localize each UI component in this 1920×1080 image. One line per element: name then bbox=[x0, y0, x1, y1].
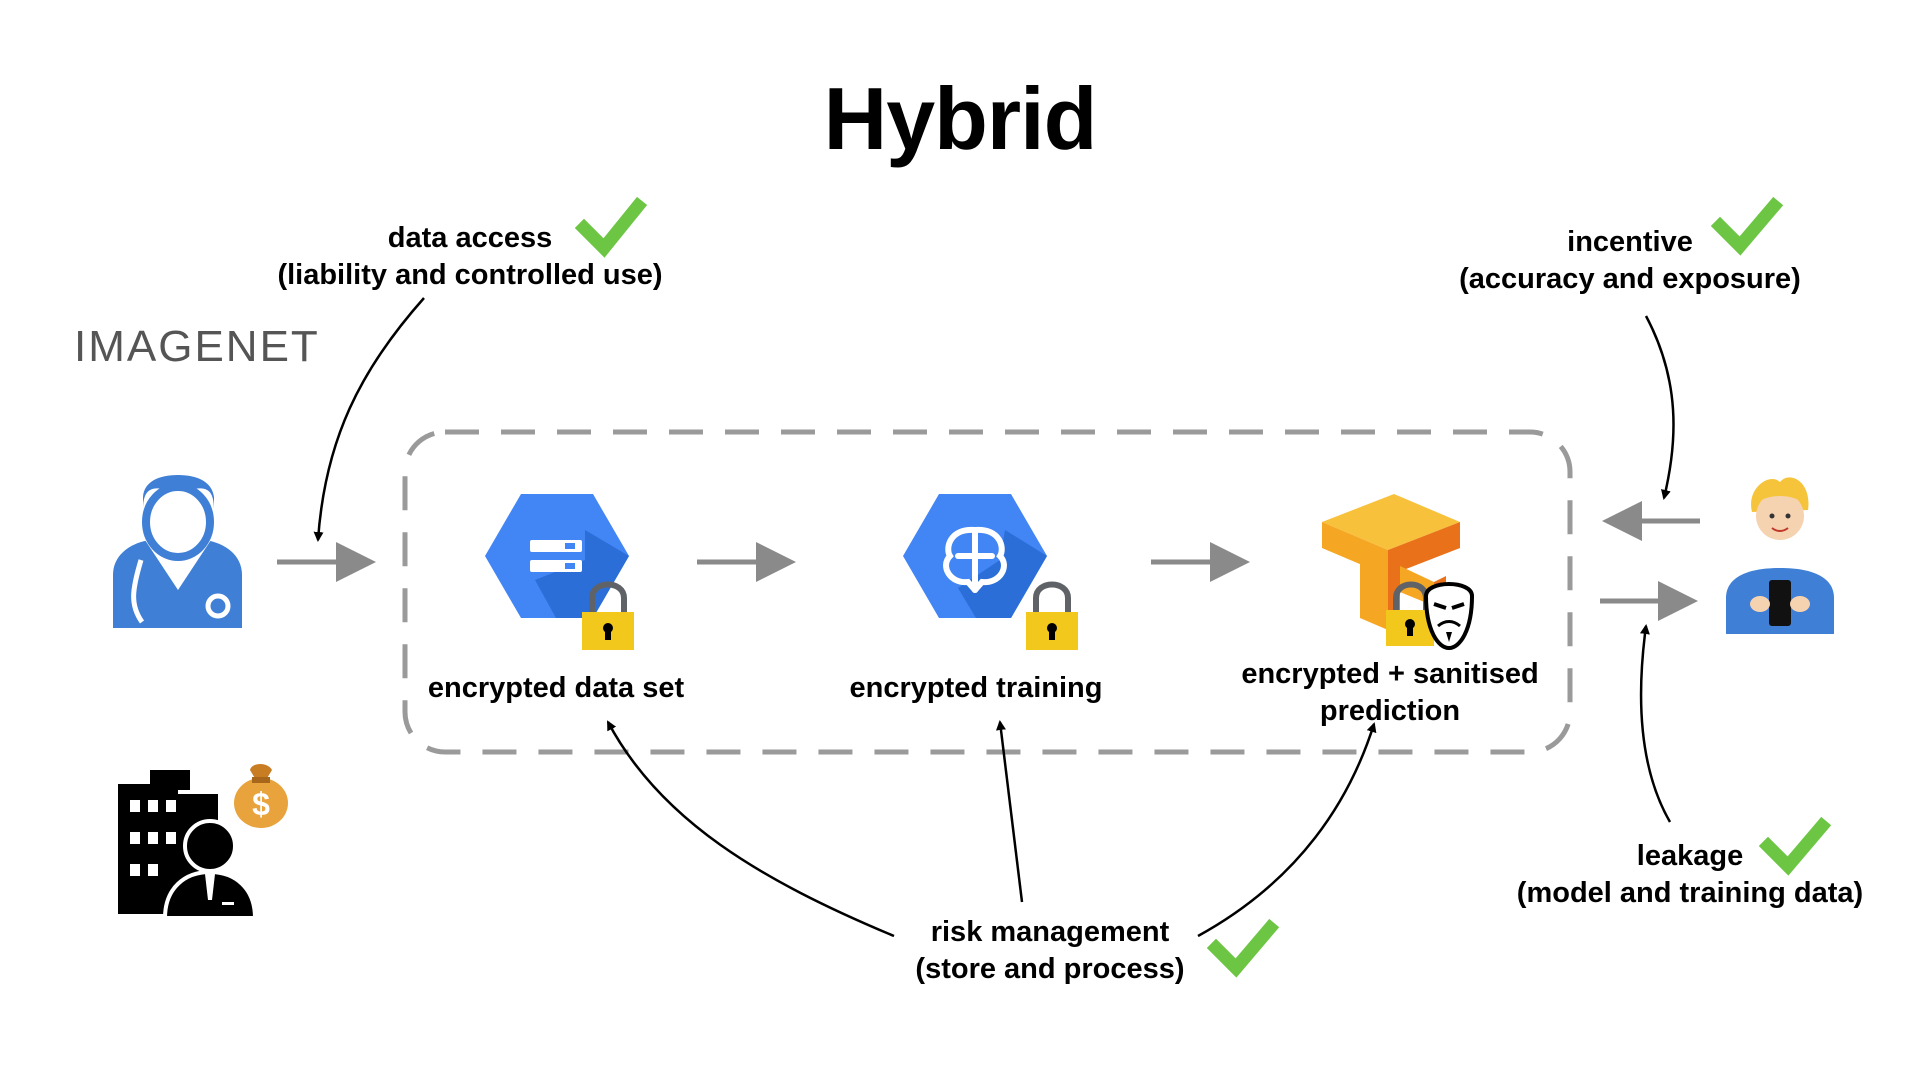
prediction-line-1: encrypted + sanitised bbox=[1241, 658, 1539, 690]
flow-arrows bbox=[277, 501, 1700, 621]
incentive-title: incentive bbox=[1567, 226, 1693, 258]
node-label-dataset: encrypted data set bbox=[427, 672, 685, 704]
secure-boundary bbox=[402, 429, 1573, 755]
label-leakage: leakage (model and training data) bbox=[1490, 838, 1890, 912]
tensorflow-icon bbox=[1322, 494, 1460, 630]
arrow-data-access bbox=[313, 297, 425, 542]
annotation-arrows bbox=[313, 297, 1675, 938]
business-building-icon bbox=[118, 770, 258, 920]
label-data-access: data access (liability and controlled us… bbox=[230, 220, 710, 294]
user-with-phone-icon bbox=[1726, 477, 1834, 634]
lock-icon bbox=[582, 581, 634, 650]
arrow-risk-to-prediction bbox=[1197, 722, 1377, 938]
prediction-line-2: prediction bbox=[1319, 695, 1461, 727]
data-access-title: data access bbox=[387, 222, 553, 254]
node-label-training: encrypted training bbox=[849, 672, 1103, 704]
mask-icon bbox=[1423, 582, 1475, 651]
leakage-title: leakage bbox=[1636, 840, 1744, 872]
doctor-icon bbox=[113, 475, 242, 628]
node-label-prediction: encrypted + sanitised prediction bbox=[1220, 656, 1560, 730]
checkmark-icon bbox=[574, 196, 648, 258]
arrow-incentive bbox=[1644, 315, 1675, 500]
arrow-leakage bbox=[1639, 624, 1672, 823]
diagram-title: Hybrid bbox=[823, 69, 1098, 168]
brain-icon bbox=[903, 494, 1047, 618]
money-bag-icon: $ bbox=[234, 764, 288, 828]
storage-icon bbox=[485, 494, 629, 618]
incentive-subtitle: (accuracy and exposure) bbox=[1459, 263, 1801, 295]
risk-title: risk management bbox=[930, 916, 1170, 948]
label-incentive: incentive (accuracy and exposure) bbox=[1440, 224, 1820, 298]
leakage-subtitle: (model and training data) bbox=[1516, 877, 1864, 909]
risk-subtitle: (store and process) bbox=[915, 953, 1185, 985]
arrow-risk-to-dataset bbox=[606, 720, 895, 938]
checkmark-icon bbox=[1206, 918, 1280, 978]
checkmark-icon bbox=[1710, 196, 1784, 256]
data-access-subtitle: (liability and controlled use) bbox=[277, 259, 663, 291]
arrow-risk-to-training bbox=[996, 720, 1024, 903]
label-risk-management: risk management (store and process) bbox=[890, 914, 1210, 988]
checkmark-icon bbox=[1758, 816, 1832, 876]
lock-icon bbox=[1026, 581, 1078, 650]
svg-text:$: $ bbox=[252, 786, 270, 822]
imagenet-logo: IMAGENET bbox=[74, 322, 320, 371]
